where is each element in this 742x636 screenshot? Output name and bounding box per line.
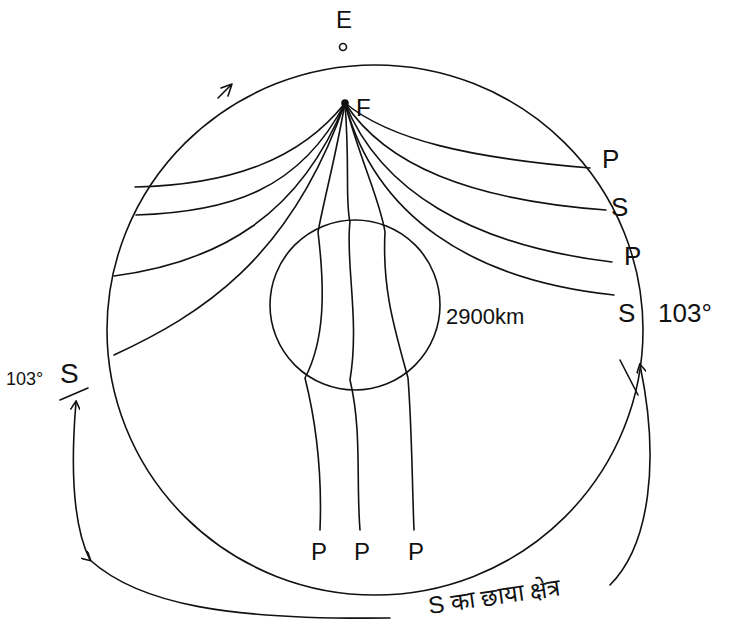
angle-label: 103° [658, 300, 712, 326]
wave-label: S [60, 360, 79, 388]
shadow-zone-arrow [610, 365, 650, 585]
p-wave-ray [345, 103, 590, 168]
wave-label: P [354, 540, 370, 564]
p-wave-ray [345, 103, 360, 530]
angle-label: 103° [6, 370, 43, 388]
s-wave-ray [345, 103, 606, 210]
shadow-zone-label: S का छाया क्षेत्र [427, 576, 562, 618]
wave-label: P [602, 146, 619, 172]
wave-label: P [408, 540, 424, 564]
wave-label: S [618, 300, 635, 326]
epicentre-label: E [336, 8, 352, 32]
focus-label: F [356, 96, 371, 120]
p-wave-ray [305, 103, 345, 530]
wave-ray [114, 103, 345, 276]
tick-arrow [620, 360, 638, 395]
wave-label: P [311, 540, 327, 564]
wave-label: P [624, 243, 641, 269]
shadow-zone-arrow [90, 560, 390, 618]
wave-ray [114, 103, 345, 355]
wave-ray [136, 103, 345, 215]
rotation-arrow [218, 84, 232, 98]
earth-outline [107, 65, 643, 595]
shadow-zone-arrow [73, 402, 90, 560]
epicentre-dot [340, 44, 347, 51]
core-depth-label: 2900km [446, 306, 524, 328]
tick-line [60, 388, 88, 400]
outer-core [270, 220, 440, 390]
p-wave-ray [345, 103, 414, 530]
wave-label: S [611, 194, 628, 220]
